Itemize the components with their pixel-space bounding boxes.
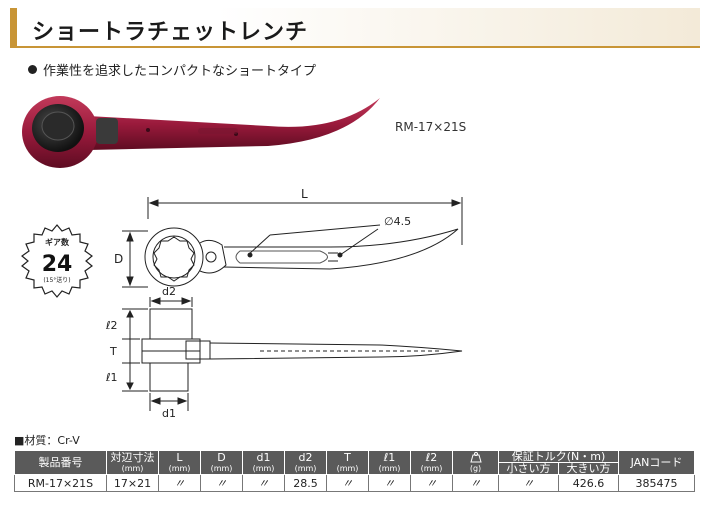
th-size: 対辺寸法(mm)	[106, 450, 159, 475]
th-L: L(mm)	[158, 450, 201, 475]
th-d2: d2(mm)	[284, 450, 327, 475]
dim-hole: ∅4.5	[384, 215, 411, 228]
th-weight: (g)	[452, 450, 499, 475]
th-small: 小さい方	[498, 462, 559, 475]
title-accent	[10, 8, 17, 46]
weight-icon	[469, 451, 482, 462]
cell-L: 〃	[158, 474, 201, 492]
model-label: RM-17×21S	[395, 120, 467, 134]
cell-jan: 385475	[618, 474, 695, 492]
dim-L: L	[301, 187, 308, 201]
gear-badge-number: 24	[42, 252, 73, 277]
th-jan: JANコード	[618, 450, 695, 475]
dim-D: D	[114, 252, 123, 266]
material-label: ■材質：Cr-V	[14, 434, 80, 447]
gear-badge-sub: (15°送り)	[43, 276, 70, 284]
cell-torque-large: 426.6	[558, 474, 619, 492]
dim-d2: d2	[162, 285, 176, 298]
feature-text: 作業性を追求したコンパクトなショートタイプ	[43, 64, 317, 79]
dim-d1: d1	[162, 407, 176, 420]
dim-T: T	[109, 345, 117, 358]
th-d1: d1(mm)	[242, 450, 285, 475]
cell-d2: 28.5	[284, 474, 327, 492]
th-l1: ℓ1(mm)	[368, 450, 411, 475]
feature-line: 作業性を追求したコンパクトなショートタイプ	[28, 60, 316, 79]
th-torque: 保証トルク(N・m)	[498, 450, 619, 463]
th-T: T(mm)	[326, 450, 369, 475]
cell-weight: 〃	[452, 474, 499, 492]
th-large: 大きい方	[558, 462, 619, 475]
th-D: D(mm)	[200, 450, 243, 475]
cell-size: 17×21	[106, 474, 159, 492]
cell-product: RM-17×21S	[14, 474, 107, 492]
cell-D: 〃	[200, 474, 243, 492]
bullet-icon	[28, 65, 37, 74]
cell-l1: 〃	[368, 474, 411, 492]
product-photo	[22, 96, 380, 168]
title-bar: ショートラチェットレンチ	[10, 8, 700, 48]
th-product: 製品番号	[14, 450, 107, 475]
dim-l2: ℓ2	[105, 319, 118, 332]
cell-l2: 〃	[410, 474, 453, 492]
table-subheader-row: 小さい方 大きい方	[15, 462, 695, 475]
page-title: ショートラチェットレンチ	[32, 20, 309, 45]
table-header-row: 製品番号 対辺寸法(mm) L(mm) D(mm) d1(mm) d2(mm) …	[14, 450, 695, 475]
th-l2: ℓ2(mm)	[410, 450, 453, 475]
gear-badge-label: ギア数	[45, 237, 70, 247]
gear-badge: ギア数 24 (15°送り)	[21, 224, 93, 298]
spec-table: 製品番号 対辺寸法(mm) L(mm) D(mm) d1(mm) d2(mm) …	[14, 450, 695, 492]
technical-drawing: L D ∅4.5 d2 ℓ2 T ℓ1 d1	[105, 187, 463, 420]
cell-torque-small: 〃	[498, 474, 559, 492]
dim-l1: ℓ1	[105, 371, 118, 384]
table-row: RM-17×21S 17×21 〃 〃 〃 28.5 〃 〃 〃 〃 〃 426…	[14, 474, 695, 492]
cell-T: 〃	[326, 474, 369, 492]
cell-d1: 〃	[242, 474, 285, 492]
